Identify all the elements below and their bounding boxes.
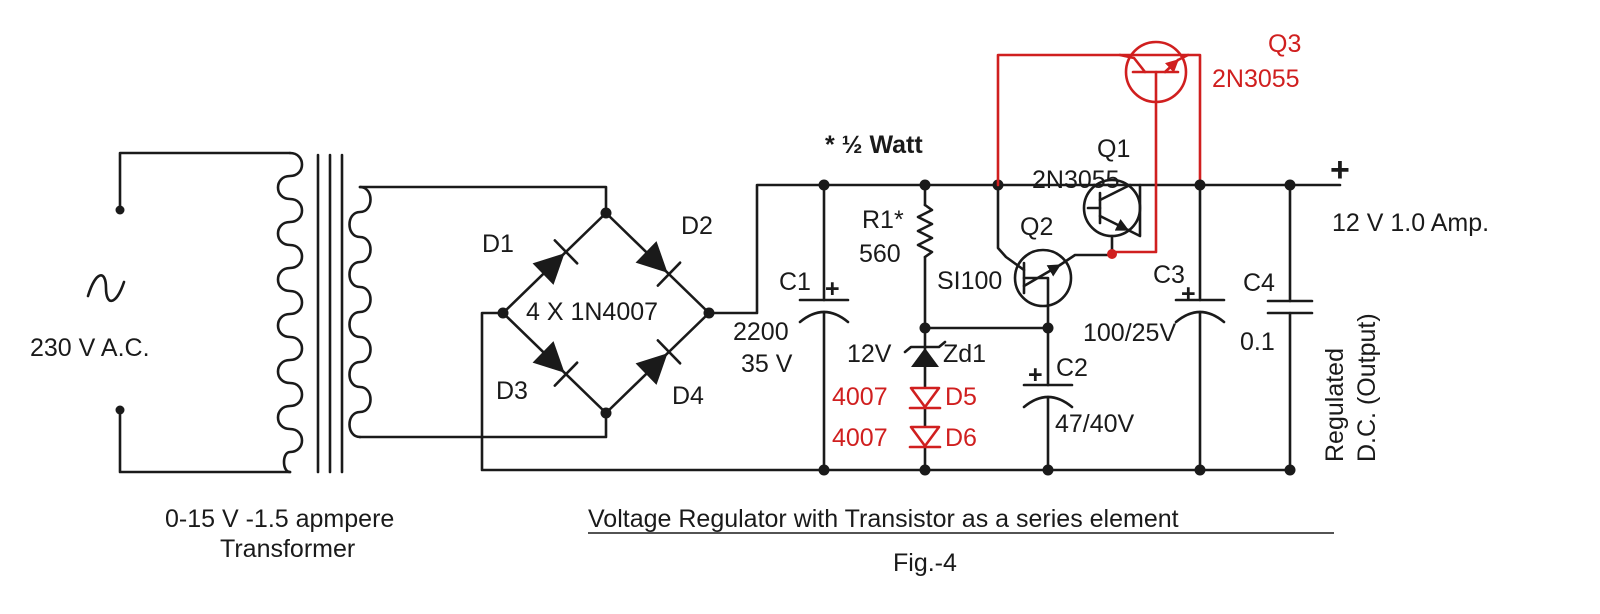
q2-transistor: Q2 SI100	[923, 183, 1114, 334]
diode-icon	[908, 386, 942, 410]
plus-terminal[interactable]: +	[1330, 151, 1350, 189]
diode-icon	[532, 341, 579, 387]
figure-number: Fig.-4	[893, 549, 957, 577]
diode-icon	[635, 241, 682, 287]
q1-transistor: Q1 2N3055	[992, 135, 1142, 257]
ac-source-icon	[86, 274, 126, 303]
r1-wattage: * ½ Watt	[825, 131, 923, 159]
r1-label: R1*	[862, 206, 904, 234]
transformer-label: Transformer	[220, 535, 355, 563]
q3-emitter-arrow	[1163, 58, 1180, 74]
ac-wire-bottom	[118, 408, 292, 474]
zd1-label: Zd1	[943, 340, 986, 368]
diode-icon	[532, 239, 579, 285]
ac-terminal-top[interactable]	[115, 205, 125, 215]
q2-emitter-lead	[1058, 253, 1114, 267]
diode-icon	[908, 425, 942, 449]
transformer-icon: 0-15 V -1.5 apmpere Transformer	[165, 151, 394, 563]
resistor-icon	[916, 203, 934, 259]
diode-icon	[635, 339, 682, 385]
d4-label: D4	[672, 382, 704, 410]
d3-label: D3	[496, 377, 528, 405]
junction-dot	[1194, 464, 1206, 476]
ac-wire-top	[118, 151, 292, 210]
ac-input-label: 230 V A.C.	[30, 334, 150, 362]
q1-collector-lead	[1098, 183, 1132, 202]
transformer-primary-coil	[276, 151, 304, 474]
q3-part-label: 2N3055	[1212, 65, 1300, 93]
c3-capacitor: + C3 100/25V	[1083, 179, 1226, 476]
figure-caption: Voltage Regulator with Transistor as a s…	[588, 505, 1334, 577]
bridge-rectifier: D1 D2 D3 D4 4 X 1N4007	[482, 207, 715, 419]
transformer-secondary-coil	[348, 185, 372, 439]
q3-collector-lead	[1118, 53, 1147, 74]
zener-icon	[903, 340, 947, 367]
c2-polarity: +	[1028, 361, 1043, 389]
output-label-line2: D.C. (Output)	[1353, 313, 1381, 462]
q2-emitter-arrow	[1022, 263, 1062, 288]
q1-label: Q1	[1097, 135, 1130, 163]
bridge-part-label: 4 X 1N4007	[526, 298, 658, 326]
ground-rail	[480, 311, 1295, 472]
c3-polarity: +	[1181, 280, 1196, 308]
zener-voltage-label: 12V	[847, 340, 892, 368]
q3-base-lead	[1110, 70, 1158, 254]
ac-input: 230 V A.C.	[30, 151, 292, 474]
q1-part-label: 2N3055	[1032, 166, 1120, 194]
q2-part-label: SI100	[937, 267, 1002, 295]
d6-part-label: 4007	[832, 424, 888, 452]
c2-capacitor: + C2 47/40V	[1022, 326, 1135, 476]
q2-collector-lead	[996, 183, 1026, 272]
c2-label: C2	[1056, 354, 1088, 382]
d1-label: D1	[482, 230, 514, 258]
junction-dot	[1042, 464, 1054, 476]
junction-dot	[919, 464, 931, 476]
junction-dot	[1107, 249, 1117, 259]
positive-rail	[707, 183, 1342, 315]
c1-polarity: +	[825, 275, 840, 303]
output-label-line1: Regulated	[1321, 348, 1349, 462]
output-rating: 12 V 1.0 Amp.	[1332, 209, 1489, 237]
c1-voltage: 35 V	[741, 350, 793, 378]
junction-dot	[1284, 464, 1296, 476]
c4-value: 0.1	[1240, 328, 1275, 356]
ac-terminal-bottom[interactable]	[115, 405, 125, 415]
r1-value: 560	[859, 240, 901, 268]
c1-value: 2200	[733, 318, 789, 346]
q3-emitter-lead	[1176, 53, 1190, 62]
caption-title: Voltage Regulator with Transistor as a s…	[588, 505, 1179, 533]
d6-label: D6	[945, 424, 977, 452]
d5-label: D5	[945, 383, 977, 411]
q2-label: Q2	[1020, 213, 1053, 241]
c3-value: 100/25V	[1083, 319, 1176, 347]
d5-part-label: 4007	[832, 383, 888, 411]
d2-label: D2	[681, 212, 713, 240]
q3-parallel-wire	[996, 53, 1202, 187]
q1-emitter-arrow	[1098, 214, 1130, 232]
transformer-rating: 0-15 V -1.5 apmpere	[165, 505, 394, 533]
q2-base-lead	[1022, 276, 1050, 330]
reference-branch: * ½ Watt R1* 560 12V Zd1 4007 D5 4007 D6	[825, 131, 986, 476]
c2-value: 47/40V	[1055, 410, 1135, 438]
q1-emitter-lead	[1126, 183, 1142, 238]
c1-label: C1	[779, 268, 811, 296]
output-terminals: + 12 V 1.0 Amp. Regulated D.C. (Output)	[1321, 151, 1489, 462]
c1-filter-capacitor: + C1 2200 35 V	[733, 179, 850, 476]
npn-transistor-icon	[1013, 248, 1073, 308]
c4-capacitor: C4 0.1	[1240, 179, 1314, 476]
c4-label: C4	[1243, 269, 1275, 297]
secondary-top-wire	[358, 185, 608, 215]
q3-transistor: Q3 2N3055	[996, 30, 1301, 259]
c3-label: C3	[1153, 261, 1185, 289]
secondary-bottom-wire	[358, 411, 608, 439]
q3-label: Q3	[1268, 30, 1301, 58]
